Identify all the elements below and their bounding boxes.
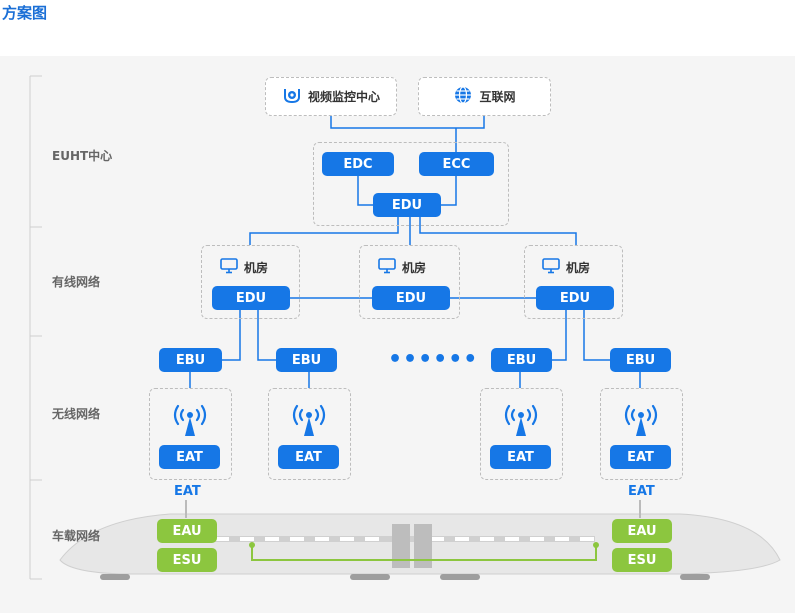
layer-label-onboard: 车载网络 <box>52 529 101 543</box>
room-label-3: 机房 <box>566 261 591 275</box>
euht-center-group <box>313 142 509 226</box>
train-eat-label-right: EAT <box>628 484 655 499</box>
layer-label-wired: 有线网络 <box>52 275 101 289</box>
ebu-node-3: EBU <box>491 348 552 372</box>
room-edu-1: EDU <box>212 286 290 310</box>
page-title: 方案图 <box>2 4 48 22</box>
room-label-2: 机房 <box>402 261 427 275</box>
eat-group-1 <box>149 388 232 480</box>
edc-node: EDC <box>322 152 394 176</box>
eat-group-3 <box>480 388 563 480</box>
eat-node-1: EAT <box>159 445 220 469</box>
layer-label-center: EUHT中心 <box>52 149 113 163</box>
room-edu-2: EDU <box>372 286 450 310</box>
layer-label-wireless: 无线网络 <box>52 407 101 421</box>
room-group-1 <box>201 245 300 319</box>
monitor-icon <box>542 258 560 277</box>
monitor-icon <box>220 258 238 277</box>
monitor-center-label: 视频监控中心 <box>307 90 380 104</box>
esu-node-left: ESU <box>157 548 217 572</box>
internet-label: 互联网 <box>479 90 516 104</box>
more-nodes-ellipsis: •••••• <box>388 347 479 372</box>
wireless-antenna-icon <box>623 400 659 442</box>
eau-node-left: EAU <box>157 519 217 543</box>
ebu-node-4: EBU <box>610 348 671 372</box>
esu-node-right: ESU <box>612 548 672 572</box>
internet-box: 互联网 <box>418 77 551 116</box>
monitor-icon <box>378 258 396 277</box>
eau-node-right: EAU <box>612 519 672 543</box>
room-header-3: 机房 <box>542 258 590 277</box>
wireless-antenna-icon <box>291 400 327 442</box>
eat-node-4: EAT <box>610 445 671 469</box>
eat-group-4 <box>600 388 683 480</box>
train-eat-label-left: EAT <box>174 484 201 499</box>
ebu-node-2: EBU <box>276 348 337 372</box>
room-header-1: 机房 <box>220 258 268 277</box>
room-header-2: 机房 <box>378 258 426 277</box>
globe-icon <box>453 85 473 108</box>
room-edu-3: EDU <box>536 286 614 310</box>
wireless-antenna-icon <box>503 400 539 442</box>
center-edu-node: EDU <box>373 193 441 217</box>
ecc-node: ECC <box>419 152 494 176</box>
monitor-center-box: 视频监控中心 <box>265 77 397 116</box>
ebu-node-1: EBU <box>159 348 222 372</box>
eat-group-2 <box>268 388 351 480</box>
eat-node-3: EAT <box>490 445 551 469</box>
eat-node-2: EAT <box>278 445 339 469</box>
room-group-2 <box>359 245 460 319</box>
room-group-3 <box>524 245 623 319</box>
room-label-1: 机房 <box>244 261 269 275</box>
camera-icon <box>282 85 302 108</box>
wireless-antenna-icon <box>172 400 208 442</box>
